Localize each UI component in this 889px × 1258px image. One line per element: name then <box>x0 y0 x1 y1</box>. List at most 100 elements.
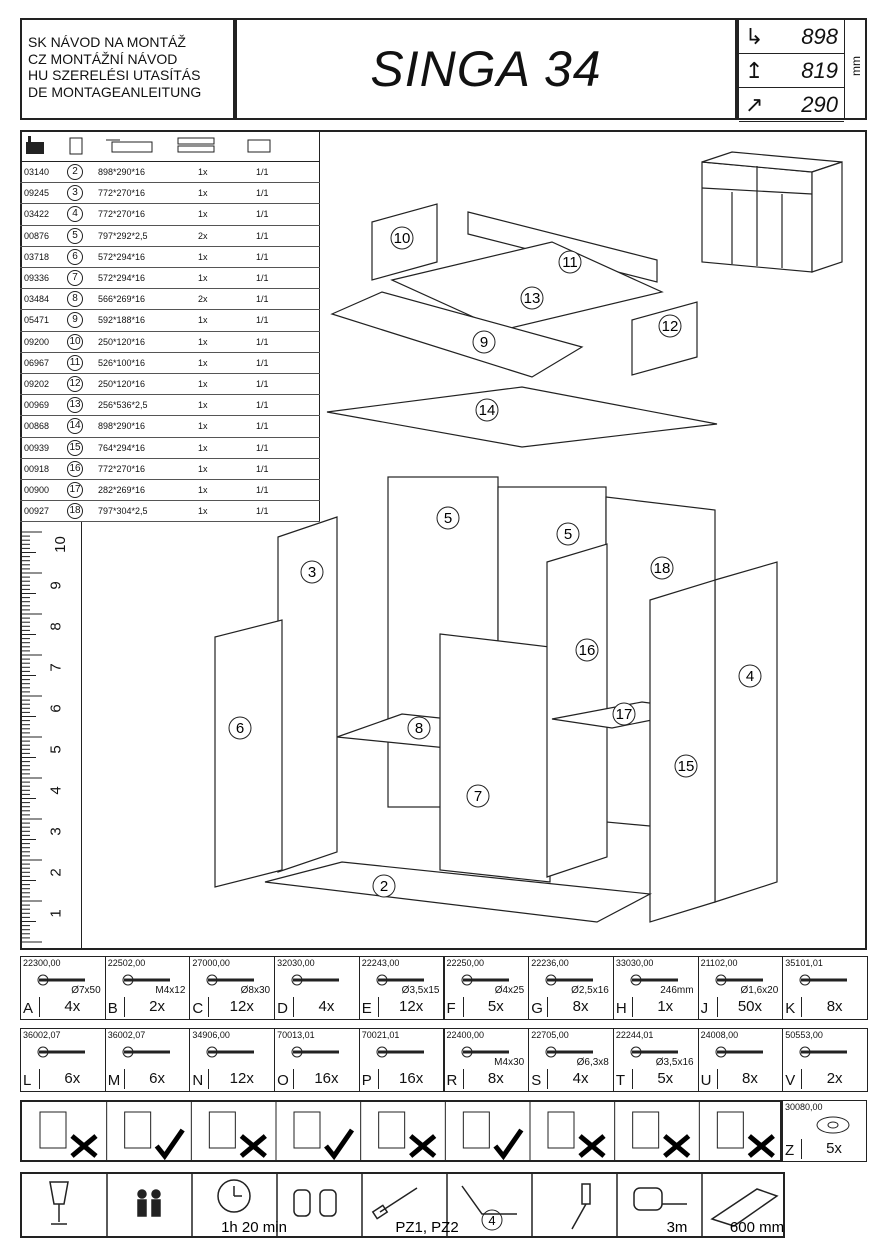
hardware-letter: O <box>277 1072 289 1089</box>
tape-text: 3m <box>667 1219 688 1236</box>
part-pack: 1/1 <box>256 273 269 283</box>
hardware-code: 22243,00 <box>361 958 400 968</box>
hardware-icon <box>206 974 255 986</box>
door-ajar-no-icon <box>529 1102 606 1160</box>
part-size: 592*188*16 <box>98 315 146 326</box>
part-number: 2 <box>67 164 83 180</box>
ruler-label: 5 <box>47 745 65 754</box>
damp-cloth-yes-icon <box>275 1102 355 1161</box>
hardware-spec: Ø6,3x8 <box>576 1057 609 1068</box>
ruler-label: 2 <box>47 868 65 877</box>
part-qty: 1x <box>198 485 208 495</box>
care-icons <box>39 1102 775 1161</box>
hardware-letter: V <box>785 1072 796 1089</box>
ruler-label: 4 <box>47 786 65 795</box>
hardware-code: 33030,00 <box>615 958 654 968</box>
part-qty: 1x <box>198 273 208 283</box>
hardware-icon <box>545 974 594 986</box>
lang-cz: CZ MONTÁŽNÍ NÁVOD <box>28 50 178 67</box>
part-code: 00927 <box>24 506 50 517</box>
hardware-icon <box>461 974 509 986</box>
hardware-letter: G <box>531 1000 543 1017</box>
lang-sk: SK NÁVOD NA MONTÁŽ <box>28 34 186 50</box>
part-code: 00969 <box>24 400 50 411</box>
part-size: 898*290*16 <box>98 421 146 432</box>
clock-icon <box>217 1179 251 1213</box>
part-size: 256*536*2,5 <box>98 400 148 411</box>
hardware-qty: 50x <box>716 997 783 1017</box>
quantity-icon <box>177 137 215 153</box>
part-code: 03422 <box>24 209 50 220</box>
part-pack: 1/1 <box>256 400 269 411</box>
part-size: 250*120*16 <box>98 379 146 389</box>
gloves-icon <box>293 1189 337 1217</box>
hardware-spec: 246mm <box>660 985 694 996</box>
part-code: 09245 <box>24 188 50 199</box>
level-text: 600 mm <box>730 1219 783 1236</box>
hardware-spec: Ø4x25 <box>494 985 525 996</box>
dimension-width: ↳ 898 <box>739 20 844 54</box>
hardware-icon <box>630 974 678 986</box>
part-callout-circle <box>300 560 324 584</box>
part-code: 00876 <box>24 230 50 241</box>
part-pack: 1/1 <box>256 485 269 495</box>
hardware-qty: 6x <box>39 1069 105 1089</box>
part-pack: 1/1 <box>256 251 269 262</box>
part-code: 09202 <box>24 379 50 389</box>
part-qty: 1x <box>198 315 208 326</box>
part-callout-circle <box>436 506 460 530</box>
dimensions-box: ↳ 898 ↥ 819 ↗ 290 mm <box>737 18 867 122</box>
spirit-level-icon <box>710 1188 779 1227</box>
part-code: 05471 <box>24 315 50 326</box>
part-callout: 5 <box>444 510 452 527</box>
hardware-icon <box>545 1046 594 1058</box>
hardware-code: 24008,00 <box>700 1030 739 1040</box>
part-size: 250*120*16 <box>98 336 146 347</box>
part-pack: 1/1 <box>256 167 269 177</box>
part-number: 15 <box>67 439 83 456</box>
ruler-label: 7 <box>47 663 65 672</box>
part-number-icon <box>69 137 83 155</box>
clean-yes-icon <box>106 1102 185 1161</box>
part-number: 10 <box>67 333 83 350</box>
part-pack: 1/1 <box>256 506 269 517</box>
part-number: 6 <box>67 248 83 265</box>
hardware-spec: Ø8x30 <box>240 985 271 996</box>
part-callout-circle <box>407 716 431 740</box>
hardware-letter: H <box>615 1000 627 1017</box>
product-title: SINGA 34 <box>235 18 737 120</box>
part-code: 00900 <box>24 485 50 495</box>
hardware-icon <box>715 1046 763 1058</box>
part-pack: 1/1 <box>256 442 269 453</box>
part-callout-circle <box>674 754 698 778</box>
part-callout: 8 <box>415 720 423 737</box>
allen-size-text: 4 <box>488 1213 495 1228</box>
time-text: 1h 20 min <box>221 1219 287 1236</box>
part-callout-circle <box>556 522 580 546</box>
hardware-code: 35101,01 <box>785 958 823 968</box>
part-callout-circle <box>658 314 682 338</box>
part-qty: 1x <box>198 463 208 474</box>
extra-part-cell: 30080,00 Z 5x <box>782 1100 867 1162</box>
part-callout: 10 <box>394 230 411 247</box>
parts-header-icons <box>26 136 271 155</box>
parts-table-header <box>20 130 320 162</box>
hardware-icon <box>376 1046 424 1058</box>
bumper-icon <box>816 1116 850 1134</box>
part-callout-circle <box>520 286 544 310</box>
part-callout-circle <box>558 250 582 274</box>
part-pack: 1/1 <box>256 421 269 432</box>
hardware-letter: D <box>277 1000 288 1017</box>
